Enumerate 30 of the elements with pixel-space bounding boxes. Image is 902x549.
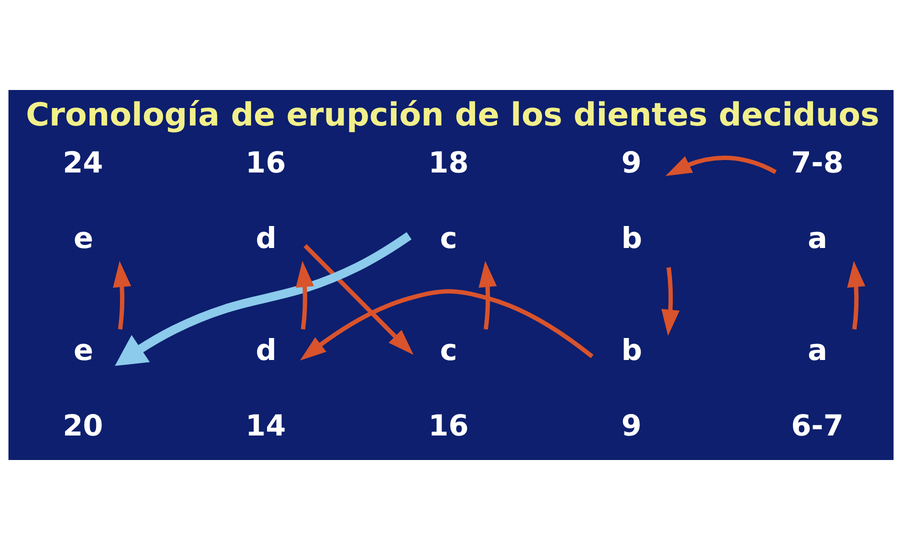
arrow (847, 260, 866, 330)
node-text: a (808, 220, 828, 255)
node-label: 20 (62, 408, 104, 442)
node-label: 16 (246, 145, 286, 180)
node-text: c (440, 332, 458, 366)
node-text: d (256, 220, 276, 255)
arrow (114, 232, 412, 366)
node-text: b (621, 332, 642, 366)
arrow (666, 155, 777, 176)
arrow (300, 288, 594, 360)
node-text: a (808, 332, 828, 366)
node-label: 9 (621, 408, 642, 442)
node-label: 24 (62, 145, 104, 180)
node-label: 7-8 (791, 145, 844, 180)
node-text: b (621, 220, 642, 255)
node-label: 9 (621, 145, 642, 180)
arrow (296, 260, 314, 330)
node-label: 18 (428, 145, 469, 180)
node-label: 6-7 (791, 408, 844, 442)
arrow (304, 244, 414, 354)
node-text: e (74, 332, 94, 366)
node-label: 14 (246, 408, 286, 442)
node-text: c (440, 220, 458, 255)
node-text: e (74, 220, 94, 255)
arrow (661, 266, 680, 336)
arrow (478, 260, 497, 330)
node-text: d (256, 332, 276, 366)
node-label: 16 (428, 408, 469, 442)
arrow (112, 260, 132, 330)
diagram-title: Cronología de erupción de los dientes deciduos (26, 95, 880, 134)
